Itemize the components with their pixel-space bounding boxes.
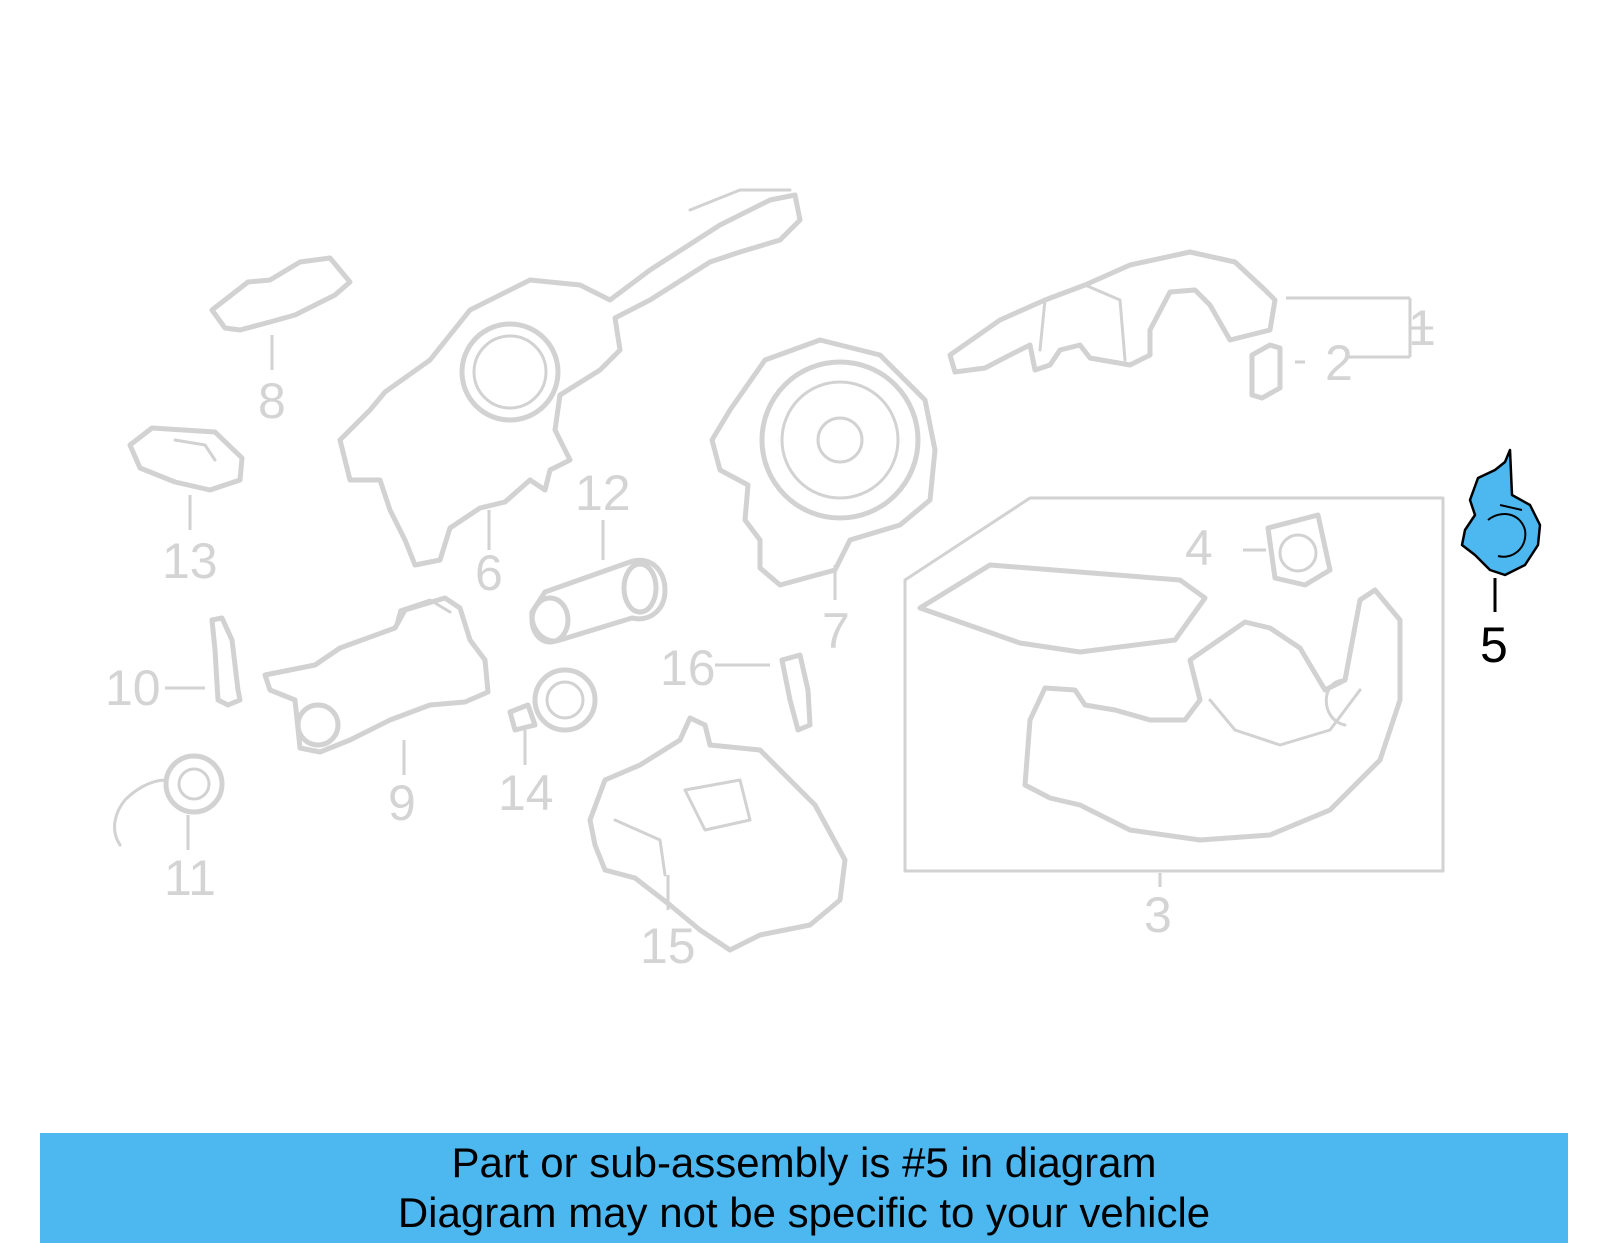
banner-line-2: Diagram may not be specific to your vehi…	[397, 1189, 1211, 1236]
callout-7: 7	[822, 603, 850, 659]
part-7-clock-spring[interactable]	[709, 337, 938, 588]
callout-9: 9	[388, 775, 416, 831]
callout-labels: 1 2 3 4 5 6 7 8 9 10 11 12 13 14 15 16	[105, 300, 1508, 974]
callout-2: 2	[1325, 335, 1353, 391]
part-5-highlighted[interactable]	[1460, 448, 1542, 577]
callout-1: 1	[1408, 300, 1436, 356]
callout-3: 3	[1144, 887, 1172, 943]
part-13-module[interactable]	[127, 425, 245, 493]
part-4-ring[interactable]	[1265, 512, 1333, 588]
part-16-fastener[interactable]	[779, 652, 813, 733]
callout-12: 12	[575, 465, 631, 521]
callout-5: 5	[1480, 617, 1508, 673]
callout-4: 4	[1185, 520, 1213, 576]
callout-16: 16	[660, 640, 716, 696]
part-11-sensor[interactable]	[113, 753, 225, 847]
banner-line-1: Part or sub-assembly is #5 in diagram	[451, 1139, 1157, 1186]
part-10-pin[interactable]	[209, 615, 243, 708]
callout-8: 8	[258, 373, 286, 429]
callout-11: 11	[164, 850, 216, 906]
part-9-lock-housing[interactable]	[262, 595, 491, 755]
callout-6: 6	[475, 545, 503, 601]
callout-15: 15	[640, 918, 696, 974]
part-8-bracket[interactable]	[209, 255, 353, 333]
info-banner: Part or sub-assembly is #5 in diagram Di…	[40, 1133, 1568, 1243]
part-15-switch-assembly[interactable]	[587, 715, 848, 953]
callout-13: 13	[162, 533, 218, 589]
part-12-lock-cylinder[interactable]	[529, 557, 668, 645]
part-6-combination-switch[interactable]	[337, 188, 803, 568]
part-14-ring[interactable]	[507, 667, 598, 733]
part-3-lower-cover[interactable]	[903, 496, 1445, 873]
part-1-column-cover[interactable]	[947, 249, 1278, 375]
callout-10: 10	[105, 660, 161, 716]
leader-lines	[165, 296, 1497, 910]
callout-14: 14	[498, 765, 554, 821]
part-2-clip[interactable]	[1249, 342, 1283, 401]
